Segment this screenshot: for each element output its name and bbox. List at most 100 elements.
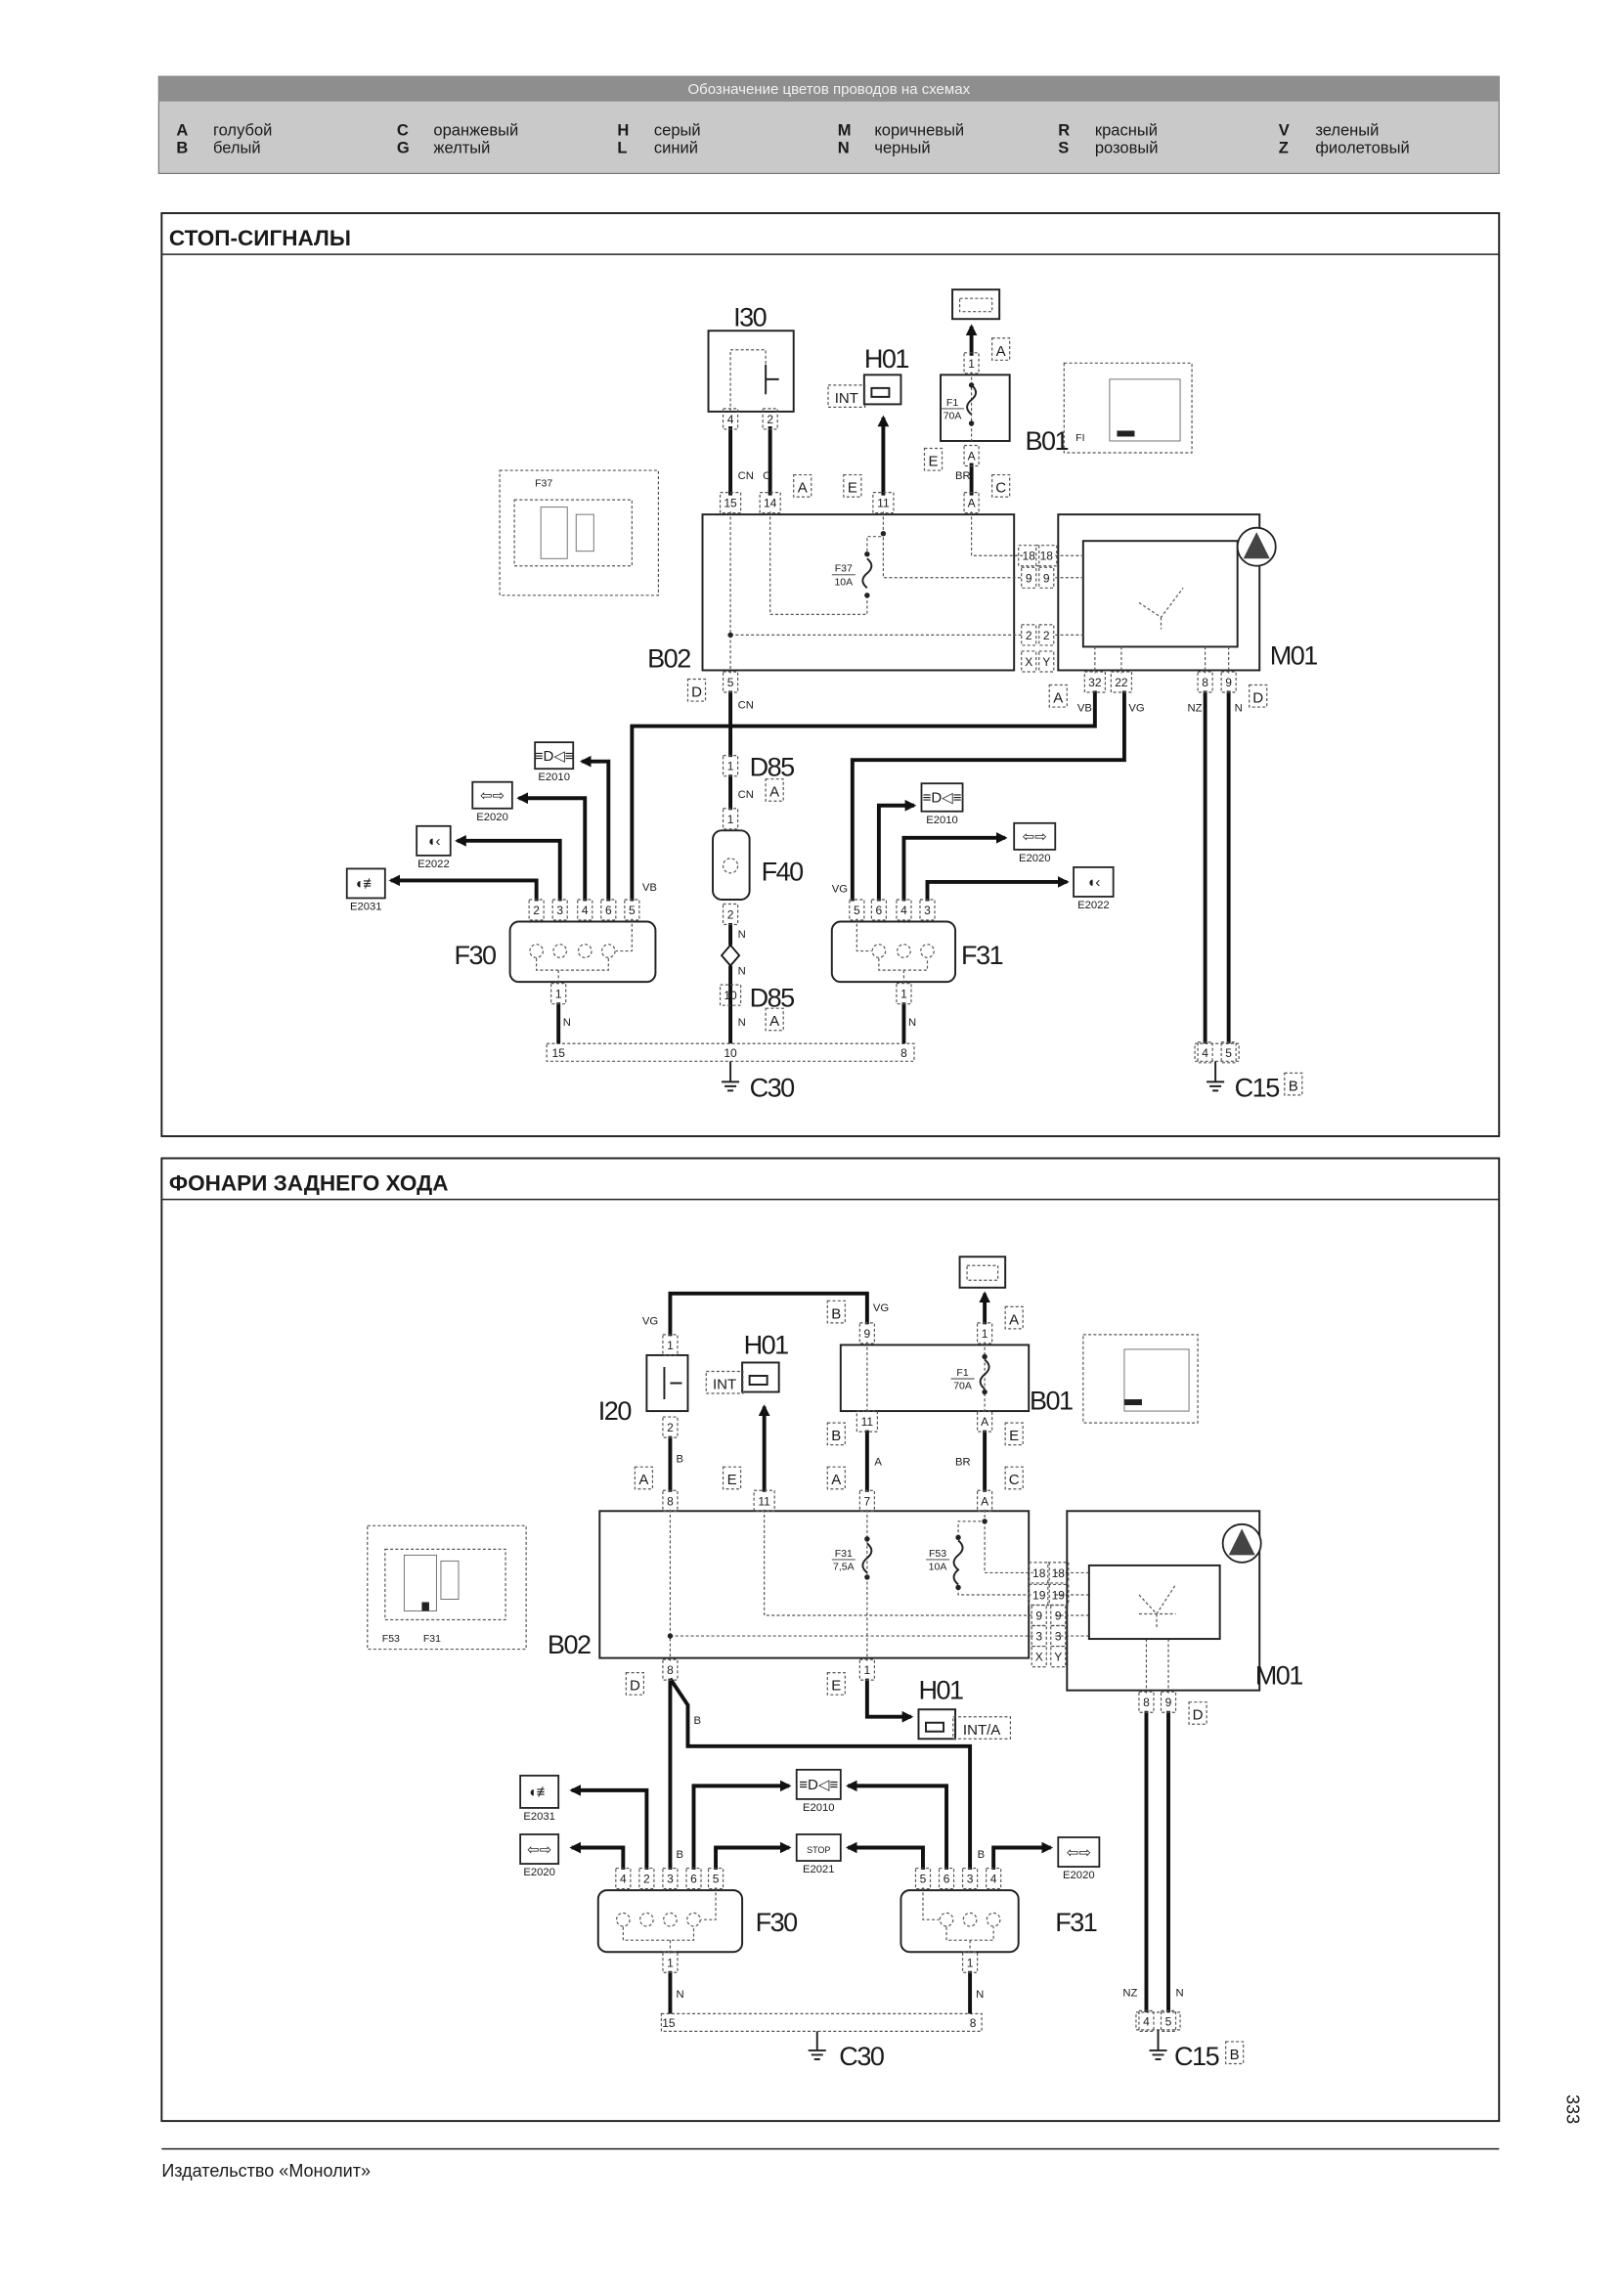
battery-icon	[951, 288, 1001, 321]
wire-color-label: BR	[955, 470, 971, 482]
color-name: красный	[1095, 120, 1158, 139]
harness-code: A	[996, 343, 1006, 360]
wire-color-label: N	[976, 1989, 984, 2001]
wire-color-label: CN	[738, 700, 754, 712]
connector-pin: 1	[662, 1951, 679, 1973]
pin-box	[753, 1489, 775, 1512]
pin-box	[1197, 671, 1213, 693]
component-label: H01	[918, 1676, 963, 1705]
f31-lamp-cluster	[900, 1889, 1020, 1954]
load-code: E2020	[1063, 1870, 1095, 1881]
fuse-rating: 10A	[929, 1561, 947, 1572]
pin-box	[722, 671, 739, 693]
harness-marker: C	[991, 473, 1011, 498]
pin-number: 4	[582, 904, 589, 917]
color-name: синий	[654, 138, 698, 156]
harness-marker: C	[1004, 1466, 1024, 1490]
m01-inner	[1087, 1564, 1221, 1641]
connector-pin: Y	[1038, 650, 1055, 673]
section-stop-lights: СТОП-СИГНАЛЫ	[160, 212, 1501, 1137]
connector-pin: 6	[870, 899, 888, 921]
connector-pin: 5	[849, 899, 865, 921]
load-code: E2021	[803, 1864, 835, 1875]
f40-lamp-box	[712, 829, 751, 901]
i20-switch-box	[645, 1353, 689, 1413]
connector-pin: 1	[896, 983, 912, 1005]
pin-box	[1038, 650, 1055, 673]
pin-number: 9	[1043, 571, 1050, 585]
connector-pin: 9	[1220, 671, 1237, 693]
wire-color-label: N	[1235, 703, 1243, 715]
connector-pin: 5	[624, 899, 640, 921]
component-label: B02	[647, 643, 690, 673]
color-code: M	[838, 120, 852, 139]
connector-pin: 2	[722, 903, 739, 926]
harness-code: B	[1289, 1078, 1298, 1094]
harness-marker: E	[1004, 1422, 1024, 1446]
fuse-name: F1	[946, 397, 958, 409]
f37-fuse-symbol	[861, 557, 873, 590]
wire-color-label: N	[676, 1989, 683, 2001]
pin-number: 3	[556, 904, 563, 917]
pin-number: 18	[1032, 1566, 1046, 1580]
harness-marker: INT/A	[952, 1716, 1012, 1740]
connector-pin: 4	[1138, 2009, 1155, 2033]
pin-number: 2	[727, 908, 734, 922]
connector-pin: 1	[662, 1334, 679, 1356]
wire-color-label: VG	[642, 1315, 658, 1327]
pin-box	[1038, 566, 1055, 589]
harness-marker: D	[1188, 1701, 1207, 1725]
pin-box	[1021, 624, 1037, 646]
pin-number: 2	[667, 1421, 674, 1434]
pin-number: 3	[967, 1873, 974, 1886]
component-label: I20	[598, 1396, 632, 1426]
pin-box	[1018, 545, 1040, 567]
load-E2031: ◖≢E2031	[345, 867, 386, 912]
f30-lamp-cluster	[508, 920, 657, 984]
component-label: I30	[733, 303, 767, 332]
m01-box	[1057, 513, 1261, 672]
harness-marker: INT	[705, 1370, 744, 1394]
harness-code: D	[1193, 1707, 1204, 1724]
side-light-icon: ≡D◁≡	[799, 1777, 838, 1793]
pin-box	[719, 984, 742, 1006]
pin-number: X	[1025, 655, 1032, 669]
connector-pin: A	[963, 444, 980, 467]
pin-box	[722, 755, 739, 777]
pin-box	[1038, 624, 1055, 646]
pin-box	[662, 1658, 679, 1681]
splice-diamond	[720, 944, 741, 967]
c15-ground-connector	[1194, 1042, 1240, 1062]
pin-number: 9	[1225, 676, 1232, 689]
color-code: L	[617, 138, 627, 156]
load-E2020: ⇦⇨E2020	[1057, 1836, 1101, 1881]
color-code: B	[176, 138, 188, 156]
fuse-rating: 7,5A	[833, 1561, 855, 1572]
load-code: E2020	[1019, 853, 1051, 864]
section-title: СТОП-СИГНАЛЫ	[169, 226, 351, 250]
pin-box	[1138, 2009, 1155, 2033]
pin-number: 3	[1035, 1630, 1042, 1644]
instrument-panel-icon	[741, 1361, 780, 1393]
load-E2010: ≡D◁≡E2010	[795, 1768, 842, 1814]
connector-pin: 8	[662, 1658, 679, 1681]
connector-pin: 1	[963, 352, 980, 375]
pin-box	[872, 491, 895, 514]
bus-pin-number: 15	[662, 2016, 676, 2030]
pin-box	[870, 899, 888, 921]
pin-box	[977, 1322, 993, 1345]
wire-color-label: NZ	[1122, 1987, 1137, 1999]
load-E2020: ⇦⇨E2020	[471, 780, 513, 823]
wire-color-label: B	[676, 1454, 683, 1466]
pin-number: 9	[1035, 1610, 1042, 1623]
pin-number: 1	[667, 1956, 674, 1969]
pin-number: 14	[764, 497, 777, 510]
component-label: M01	[1270, 640, 1318, 670]
component-label: D85	[750, 984, 795, 1013]
color-code: H	[617, 120, 629, 139]
connector-pin: 4	[577, 899, 593, 921]
